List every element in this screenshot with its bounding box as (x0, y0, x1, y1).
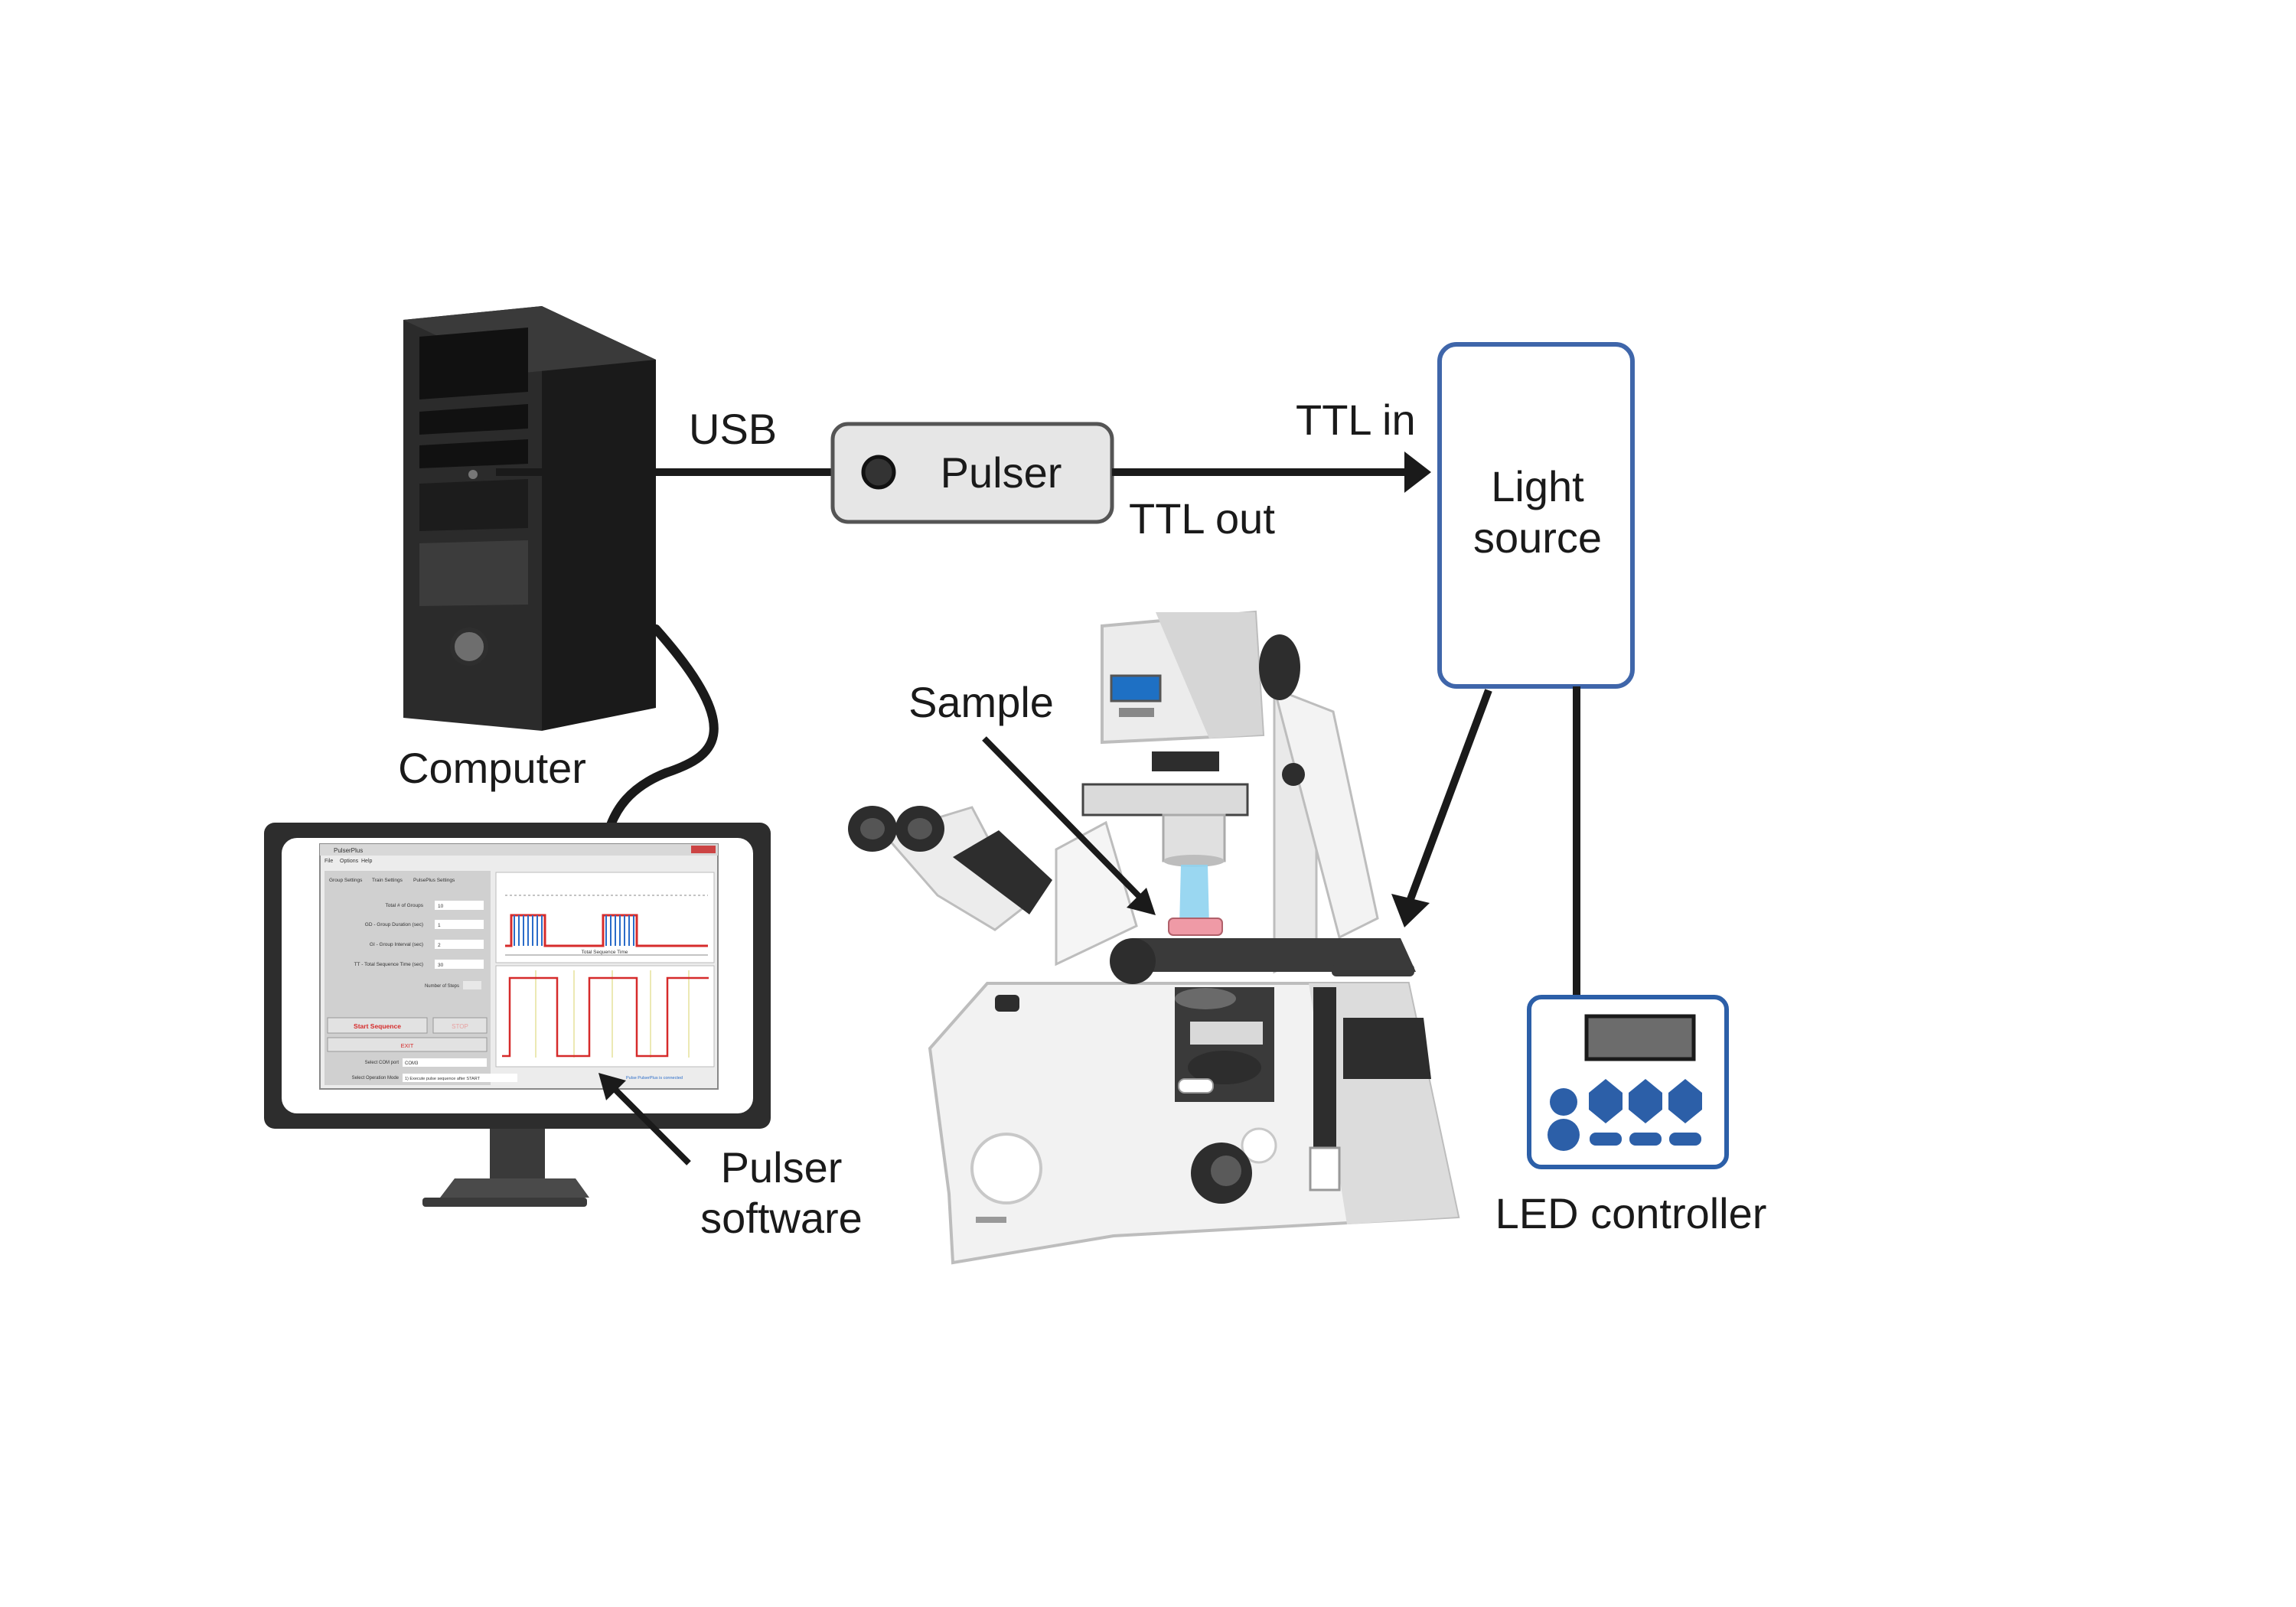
operation-mode-value: 1) Execute pulse sequence after START (405, 1077, 481, 1081)
controller-arrow-icon (1629, 1079, 1662, 1123)
controller-button-icon (1548, 1119, 1580, 1151)
tab-pulseplus-settings[interactable]: PulsePlus Settings (413, 878, 455, 883)
sequence-grid (535, 970, 690, 1058)
field-total-time-label: TT - Total Sequence Time (sec) (354, 962, 423, 967)
controller-display (1584, 1014, 1696, 1061)
led-controller-label: LED controller (1495, 1189, 1767, 1237)
pulse-train-marks (514, 915, 634, 946)
field-total-groups-label: Total # of Groups (386, 903, 424, 908)
controller-arrow-icon (1589, 1079, 1623, 1123)
start-sequence-button[interactable] (327, 1017, 428, 1034)
tab-train-settings[interactable]: Train Settings (372, 878, 403, 883)
pulser-label: Pulser (941, 448, 1062, 497)
software-pointer-line (610, 1084, 691, 1165)
controller-arrow-icon (1668, 1079, 1702, 1123)
operation-mode-select[interactable] (403, 1074, 517, 1082)
exit-label: EXIT (401, 1042, 414, 1049)
number-of-steps-label: Number of Steps (425, 984, 459, 989)
light-source-box (1437, 342, 1635, 689)
light-source-label-line1: Light (1491, 462, 1584, 510)
stop-button[interactable] (432, 1017, 488, 1034)
ttl-out-label: TTL out (1129, 494, 1275, 543)
light-source-label-line2: source (1473, 513, 1602, 562)
software-window-title: PulserPlus (334, 847, 363, 854)
computer-label: Computer (398, 744, 586, 792)
sample-label: Sample (908, 678, 1054, 726)
operation-mode-label: Select Operation Mode (352, 1076, 400, 1081)
com-port-select[interactable] (403, 1058, 487, 1067)
sequence-plot (495, 965, 715, 1068)
sample-pointer-line (982, 736, 1146, 904)
led-controller (1527, 995, 1729, 1169)
com-port-value: COM3 (405, 1061, 419, 1066)
light-guide-arrowhead (1391, 894, 1430, 927)
excitation-light-beam (1179, 865, 1209, 926)
computer-tower (403, 306, 656, 731)
field-total-groups-value[interactable]: 10 (438, 904, 444, 909)
monitor-cable (606, 624, 719, 830)
sample-pointer-arrowhead (1127, 888, 1156, 915)
field-group-duration-value[interactable]: 1 (438, 923, 441, 928)
exit-button[interactable] (327, 1037, 488, 1052)
pulser-software-window: PulserPlus File Options Help Group Setti… (319, 843, 719, 1090)
field-group-interval-label: GI - Group Interval (sec) (370, 942, 423, 947)
menu-item-file[interactable]: File (325, 859, 333, 864)
com-port-label: Select COM port (365, 1061, 400, 1065)
connection-status: Pulse PulserPlus is connected (626, 1076, 683, 1081)
field-group-duration-label: GD - Group Duration (sec) (365, 922, 423, 927)
tab-group-settings[interactable]: Group Settings (329, 878, 363, 883)
controller-button-icon (1550, 1088, 1577, 1116)
ttl-arrowhead (1404, 451, 1431, 493)
stop-label: STOP (452, 1023, 468, 1030)
software-pointer-arrowhead (598, 1073, 626, 1100)
usb-label: USB (689, 405, 777, 453)
plot-axis-label: Total Sequence Time (582, 950, 628, 955)
field-group-interval-value[interactable]: 2 (438, 943, 441, 948)
start-sequence-label: Start Sequence (354, 1022, 401, 1030)
field-total-time-value[interactable]: 30 (438, 963, 444, 968)
pulser-port-icon (861, 455, 896, 490)
inverted-microscope (848, 610, 1460, 1265)
light-guide-line (1407, 689, 1492, 901)
menu-item-options[interactable]: Options (340, 859, 359, 864)
menu-item-help[interactable]: Help (361, 859, 373, 864)
pulser-software-label-line2: software (700, 1194, 863, 1242)
ttl-in-label: TTL in (1296, 396, 1416, 444)
lamp-display (1110, 674, 1162, 702)
sample-dish (1168, 918, 1223, 936)
pulser-software-label-line1: Pulser (721, 1143, 843, 1191)
